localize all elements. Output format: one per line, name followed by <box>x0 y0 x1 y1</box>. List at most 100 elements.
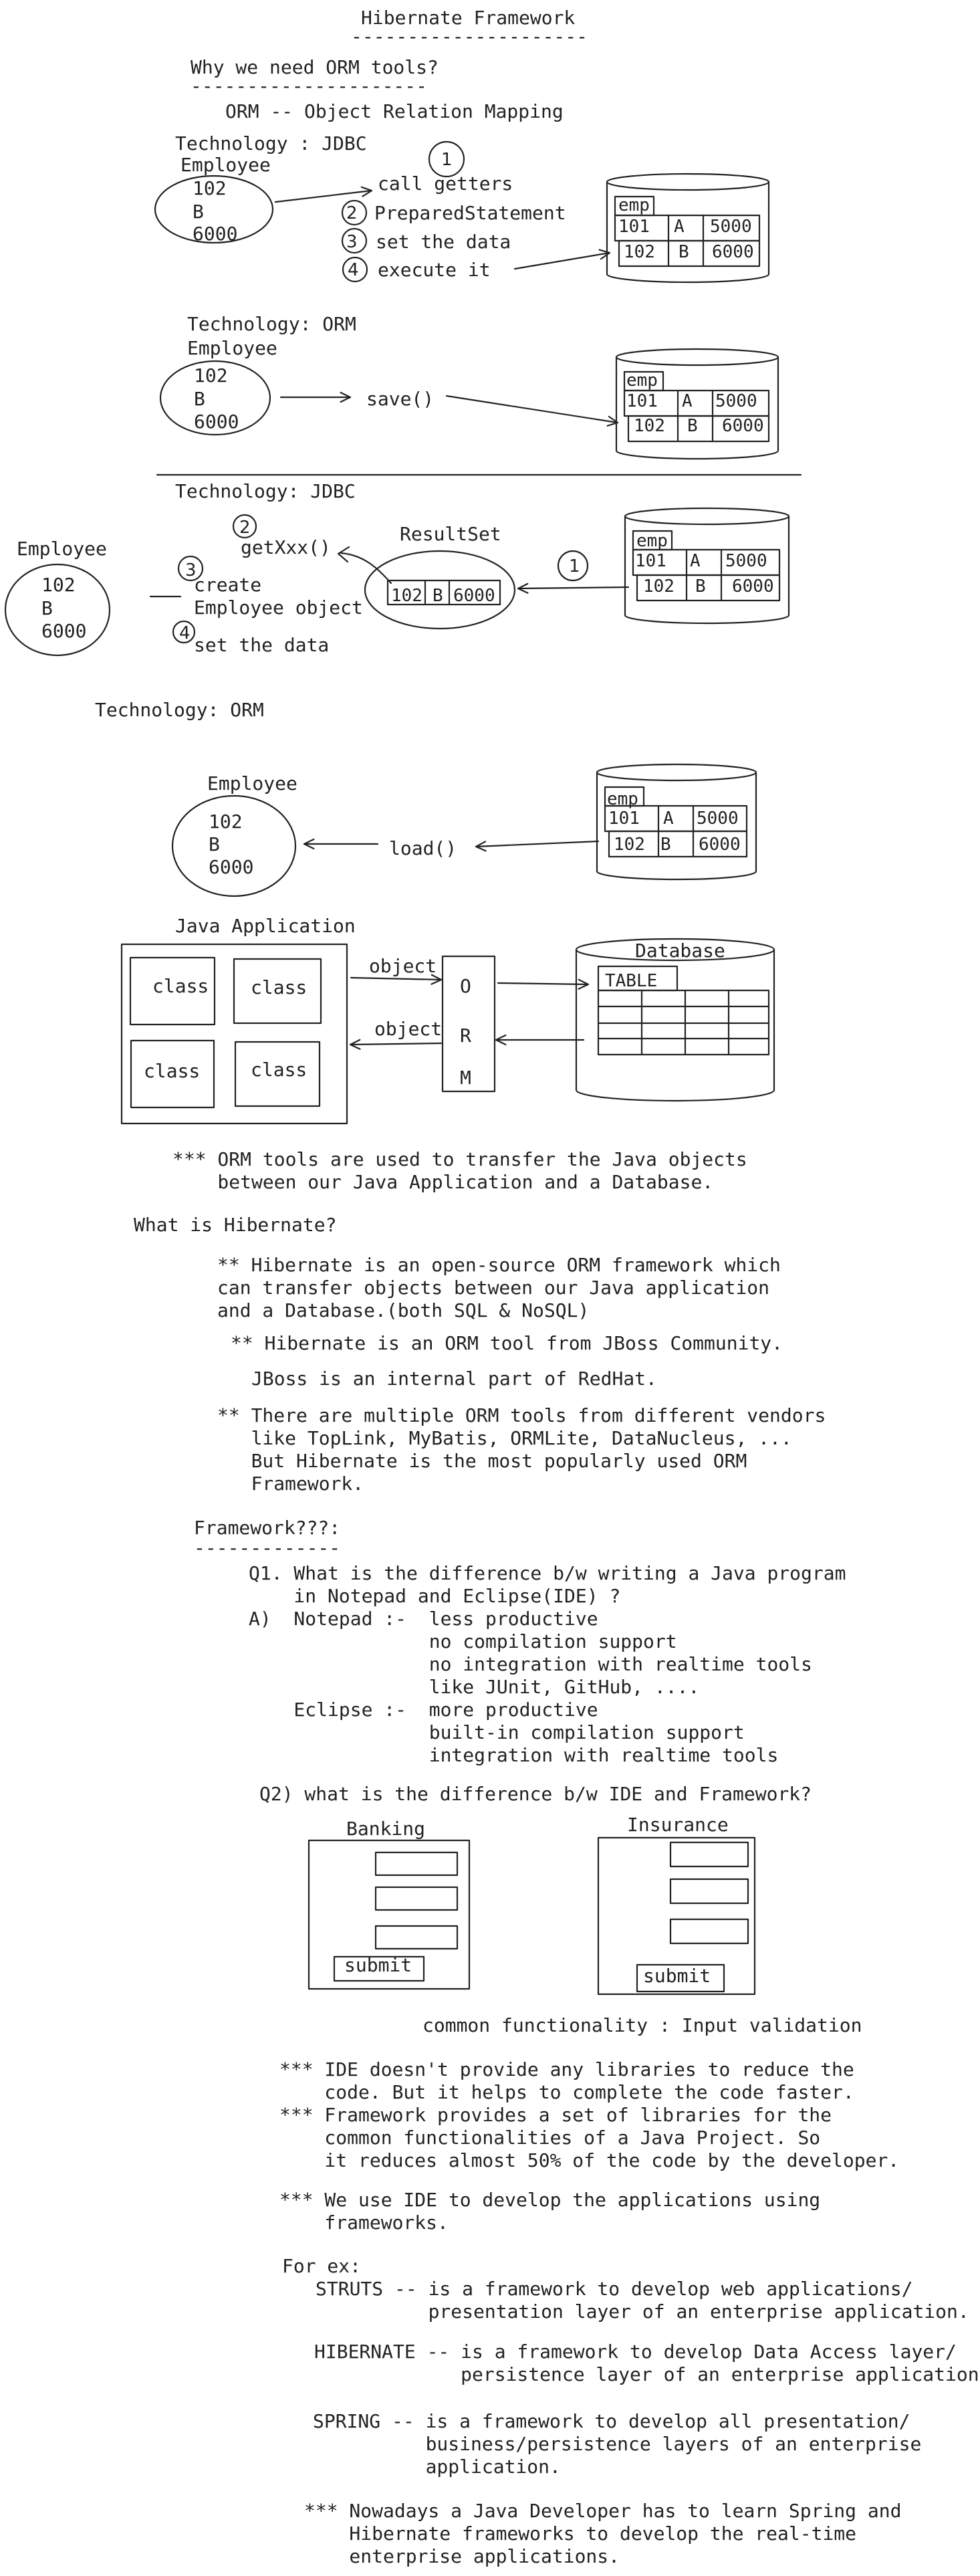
final-note: *** Nowadays a Java Developer has to lea… <box>304 2500 902 2567</box>
section1-step4-text: execute it <box>378 259 491 281</box>
common-functionality: common functionality : Input validation <box>422 2014 862 2036</box>
resultset-val-id: 102 <box>391 586 422 606</box>
arrow-object-to-orm <box>350 976 443 981</box>
object-label-out: object <box>369 955 437 977</box>
banking-input-3 <box>374 1925 459 1950</box>
class-box-2 <box>233 958 322 1025</box>
banking-submit-label: submit <box>344 1954 412 1976</box>
resultset-label: ResultSet <box>400 523 501 545</box>
section3-r1c2: A <box>690 551 701 571</box>
section1-db-cylinder-body <box>606 181 770 284</box>
section2-r2c3: 6000 <box>722 416 764 436</box>
answer-1: A) Notepad :- less productive no compila… <box>249 1608 812 1766</box>
java-app-label: Java Application <box>175 915 356 937</box>
section3-table-name: emp <box>636 531 668 551</box>
ide-note-1: *** IDE doesn't provide any libraries to… <box>279 2058 854 2103</box>
section1-r2c2: B <box>679 242 689 262</box>
arrow-db-to-orm-head <box>495 1034 507 1046</box>
orm-purpose-note: *** ORM tools are used to transfer the J… <box>172 1148 747 1193</box>
section4-arrow-load-head <box>475 841 487 852</box>
section4-r1c3: 5000 <box>697 809 739 829</box>
section3-arrow-getxxx <box>340 552 392 584</box>
section4-employee-label: Employee <box>207 772 297 794</box>
java-application-box <box>120 943 348 1125</box>
section4-emp-val-sal: 6000 <box>209 856 254 878</box>
resultset-ellipse <box>364 550 516 630</box>
section3-step2-circle <box>232 514 257 539</box>
section2-table-name: emp <box>626 370 658 391</box>
resultset-record <box>386 579 501 606</box>
arrow-orm-to-db <box>497 982 590 986</box>
banking-label: Banking <box>346 1818 426 1840</box>
resultset-val-sal: 6000 <box>453 586 495 606</box>
section3-step1-num: 1 <box>569 556 580 576</box>
section4-emp-val-id: 102 <box>209 811 243 833</box>
orm-letter-r: R <box>460 1025 471 1047</box>
section3-employee-ellipse <box>4 563 111 657</box>
section2-r1c1: 101 <box>626 391 658 411</box>
banking-input-1 <box>374 1851 459 1876</box>
section1-step4-circle <box>342 256 368 283</box>
section3-r1c1: 101 <box>635 551 666 571</box>
ide-note-3: *** We use IDE to develop the applicatio… <box>279 2189 821 2234</box>
what-is-hibernate: What is Hibernate? <box>134 1214 337 1236</box>
section1-step3-text: set the data <box>376 231 511 253</box>
section4-r1c2: A <box>663 809 674 829</box>
database-label: Database <box>635 940 725 962</box>
orm-box <box>441 955 496 1093</box>
section2-tech: Technology: ORM <box>187 313 356 335</box>
arrow-object-to-orm-head <box>431 974 443 985</box>
section2-emp-val-name: B <box>194 388 205 410</box>
class-box-4 <box>234 1041 321 1107</box>
section1-step3-circle <box>341 227 368 254</box>
section2-arrow-save-out-head <box>606 415 619 427</box>
banking-submit-button <box>333 1955 425 1982</box>
hibernate-note-3: JBoss is an internal part of RedHat. <box>251 1368 657 1390</box>
class-box-3 <box>130 1039 215 1109</box>
section1-employee-ellipse <box>154 175 274 244</box>
section3-step3-circle <box>177 555 204 582</box>
section1-emp-val-sal: 6000 <box>193 223 238 245</box>
section2-db-cylinder-body <box>615 356 779 460</box>
section1-step1-circle <box>428 140 465 178</box>
section3-arrow-getxxx-head <box>337 546 350 563</box>
section3-employee-label: Employee <box>17 538 107 560</box>
banking-input-2 <box>374 1886 459 1911</box>
section4-r2c2: B <box>660 835 671 855</box>
section1-step1-num: 1 <box>441 150 453 170</box>
section3-step2-text: getXxx() <box>241 536 331 558</box>
question-1: Q1. What is the difference b/w writing a… <box>249 1562 846 1607</box>
section4-db-table-row-2 <box>608 830 748 858</box>
section3-db-cylinder-body <box>624 515 790 625</box>
section3-r2c1: 102 <box>643 576 675 597</box>
section1-db-table-row-2 <box>618 239 761 267</box>
section4-tech: Technology: ORM <box>95 699 264 721</box>
section4-db-cylinder-body <box>596 771 757 881</box>
section3-step4-num: 4 <box>179 623 191 643</box>
question-2: Q2) what is the difference b/w IDE and F… <box>259 1783 812 1805</box>
section4-load-action: load() <box>389 837 457 859</box>
resultset-val-name: B <box>433 586 443 606</box>
section2-emp-val-sal: 6000 <box>194 411 239 433</box>
hibernate-note-2: ** Hibernate is an ORM tool from JBoss C… <box>231 1332 783 1354</box>
database-cylinder-body <box>575 948 775 1102</box>
section3-r2c3: 6000 <box>732 576 774 597</box>
section2-r1c2: A <box>682 391 693 411</box>
section2-employee-ellipse <box>159 360 271 436</box>
section4-arrow-load <box>475 840 600 848</box>
section1-tech: Technology : JDBC <box>175 132 367 154</box>
arrow-orm-to-db-head <box>578 978 590 990</box>
section4-r2c1: 102 <box>614 835 645 855</box>
section1-employee-label: Employee <box>180 154 271 176</box>
insurance-input-2 <box>669 1878 749 1905</box>
for-example: For ex: <box>282 2255 362 2277</box>
section3-db-table-row-2 <box>636 574 781 602</box>
section3-step1-circle <box>557 550 589 582</box>
section3-step3-num: 3 <box>185 560 197 580</box>
section1-step3-num: 3 <box>346 232 358 252</box>
section1-step2-circle <box>341 199 368 226</box>
object-label-in: object <box>374 1018 443 1040</box>
banking-form <box>308 1839 471 1990</box>
section1-r2c3: 6000 <box>712 242 754 262</box>
